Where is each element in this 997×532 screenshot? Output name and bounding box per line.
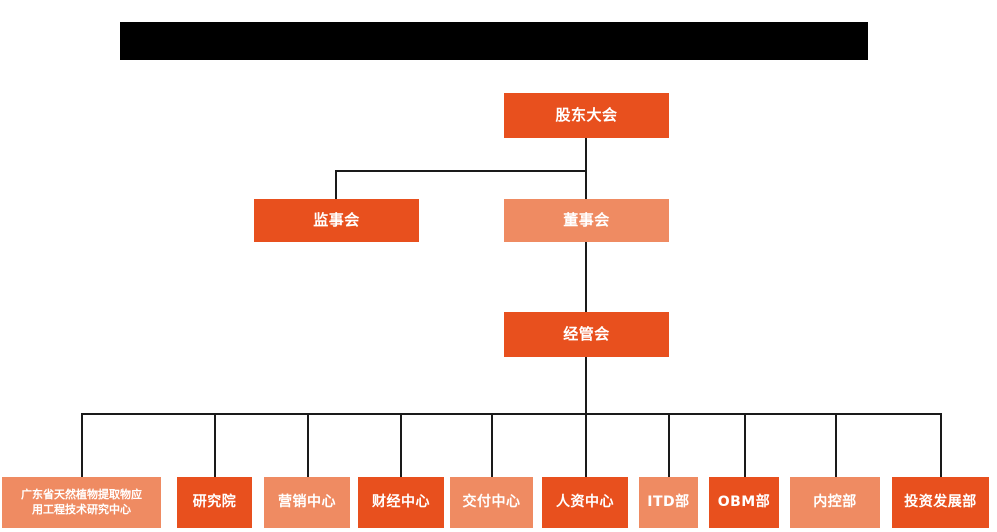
node-guangdong-research-center[interactable]: 广东省天然植物提取物应 用工程技术研究中心 <box>2 477 161 528</box>
node-label: 股东大会 <box>555 106 618 125</box>
node-label-line-2: 用工程技术研究中心 <box>32 502 131 516</box>
connector-drop-finance <box>400 413 402 477</box>
connector-drop-research-center <box>81 413 83 477</box>
connector-drop-internal-control <box>835 413 837 477</box>
connector-directors-to-management <box>585 242 587 312</box>
node-label: ITD部 <box>647 493 690 510</box>
node-delivery-center[interactable]: 交付中心 <box>450 477 533 528</box>
node-label-line-1: 广东省天然植物提取物应 <box>21 487 142 501</box>
connector-management-stem <box>585 357 587 414</box>
node-label: 人资中心 <box>556 493 614 510</box>
node-label: 监事会 <box>313 211 360 230</box>
connector-drop-supervisors <box>335 170 337 200</box>
node-label: 经管会 <box>563 325 610 344</box>
connector-drop-directors <box>585 170 587 200</box>
connector-drop-obm <box>744 413 746 477</box>
connector-drop-itd <box>668 413 670 477</box>
redacted-title-bar <box>120 22 868 60</box>
node-itd-department[interactable]: ITD部 <box>639 477 698 528</box>
node-marketing-center[interactable]: 营销中心 <box>264 477 350 528</box>
node-institute[interactable]: 研究院 <box>177 477 252 528</box>
node-label: 营销中心 <box>278 493 336 510</box>
node-board-of-directors[interactable]: 董事会 <box>504 199 669 242</box>
node-label: 财经中心 <box>372 493 430 510</box>
connector-drop-investment <box>940 413 942 477</box>
connector-shareholders-stem <box>585 138 587 172</box>
node-label: 研究院 <box>192 493 237 510</box>
node-label: 投资发展部 <box>904 493 977 510</box>
connector-drop-hr <box>585 413 587 477</box>
connector-level4-bus <box>81 413 940 415</box>
connector-drop-institute <box>214 413 216 477</box>
node-board-of-supervisors[interactable]: 监事会 <box>254 199 419 242</box>
connector-level2-bus <box>335 170 587 172</box>
node-hr-center[interactable]: 人资中心 <box>542 477 628 528</box>
node-shareholders-meeting[interactable]: 股东大会 <box>504 93 669 138</box>
node-internal-control-department[interactable]: 内控部 <box>790 477 880 528</box>
node-finance-center[interactable]: 财经中心 <box>358 477 444 528</box>
node-label: 交付中心 <box>462 493 521 510</box>
node-label: OBM部 <box>717 493 771 510</box>
connector-drop-delivery <box>491 413 493 477</box>
node-management-committee[interactable]: 经管会 <box>504 312 669 357</box>
node-label: 内控部 <box>813 493 857 510</box>
node-obm-department[interactable]: OBM部 <box>709 477 779 528</box>
connector-drop-marketing <box>307 413 309 477</box>
node-label: 董事会 <box>563 211 610 230</box>
node-investment-development-department[interactable]: 投资发展部 <box>892 477 989 528</box>
